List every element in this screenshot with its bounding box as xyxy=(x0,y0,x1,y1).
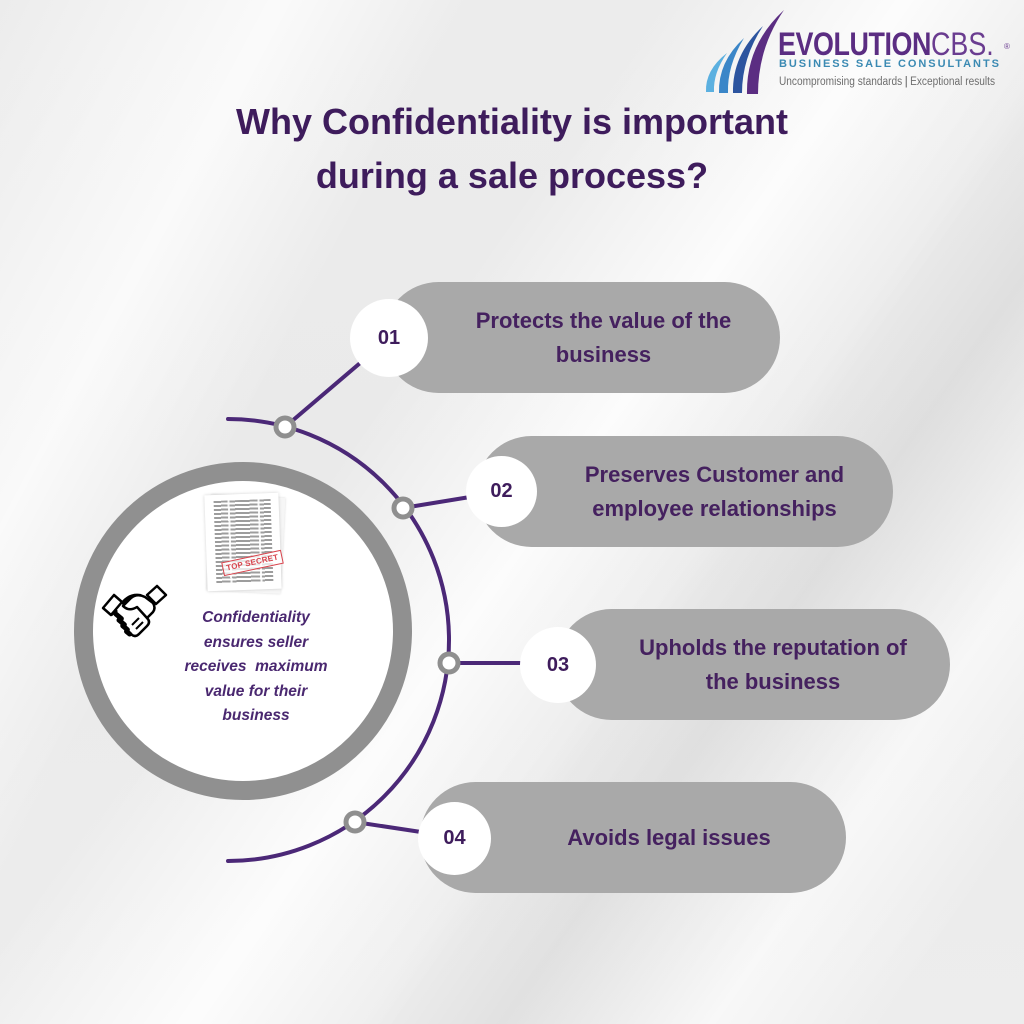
tagline-separator: | xyxy=(904,76,908,88)
brand-subtitle: BUSINESS SALE CONSULTANTS xyxy=(779,58,1001,70)
top-secret-document-icon xyxy=(204,492,282,592)
item-01-text: Protects the value of the business xyxy=(476,304,732,372)
center-line-3: receives maximum xyxy=(184,658,328,675)
brand-tagline: Uncompromising standards|Exceptional res… xyxy=(779,76,995,88)
brand-name-light: CBS. xyxy=(931,26,994,62)
node-01 xyxy=(273,415,297,439)
item-03-line-1: Upholds the reputation of xyxy=(639,634,907,660)
item-02-text: Preserves Customer and employee relation… xyxy=(585,458,844,526)
arc-line xyxy=(226,417,451,863)
item-04-line-1: Avoids legal issues xyxy=(567,824,771,850)
item-02-line-1: Preserves Customer and xyxy=(584,461,845,487)
node-02 xyxy=(391,496,415,520)
item-04-text: Avoids legal issues xyxy=(567,821,770,855)
center-line-2: ensures seller xyxy=(203,633,309,651)
node-04 xyxy=(343,810,367,834)
brand-name: EVOLUTIONCBS. xyxy=(778,26,994,62)
page-title: Why Confidentiality is important during … xyxy=(0,95,1024,203)
title-line-1: Why Confidentiality is important xyxy=(235,101,788,142)
item-03: Upholds the reputation of the business xyxy=(556,609,950,720)
center-line-1: Confidentiality xyxy=(202,609,310,626)
handshake-icon xyxy=(101,584,168,638)
center-line-5: business xyxy=(222,707,290,724)
evolution-swoosh-icon xyxy=(705,10,784,94)
item-01-line-2: business xyxy=(555,341,652,367)
item-01-line-1: Protects the value of the xyxy=(475,307,732,333)
item-02-line-2: employee relationships xyxy=(592,495,837,521)
title-line-2: during a sale process? xyxy=(315,155,709,196)
tagline-right: Exceptional results xyxy=(910,76,996,88)
item-02-number: 02 xyxy=(466,456,537,527)
connector-01 xyxy=(283,356,368,429)
registered-mark: ® xyxy=(1004,42,1010,51)
node-03 xyxy=(437,651,461,675)
item-02: Preserves Customer and employee relation… xyxy=(476,436,893,547)
tagline-left: Uncompromising standards xyxy=(779,76,903,88)
item-04: Avoids legal issues xyxy=(420,782,846,893)
item-01: Protects the value of the business xyxy=(383,282,780,393)
item-03-line-2: the business xyxy=(705,668,841,694)
center-line-4: value for their xyxy=(204,682,308,700)
item-03-number: 03 xyxy=(520,627,596,703)
item-04-number: 04 xyxy=(418,802,491,875)
center-statement: Confidentiality ensures seller receives … xyxy=(156,606,356,729)
item-03-text: Upholds the reputation of the business xyxy=(639,631,907,699)
item-01-number: 01 xyxy=(350,299,428,377)
brand-name-bold: EVOLUTION xyxy=(778,26,932,62)
evolution-cbs-logo: EVOLUTIONCBS. ® BUSINESS SALE CONSULTANT… xyxy=(698,6,1024,98)
